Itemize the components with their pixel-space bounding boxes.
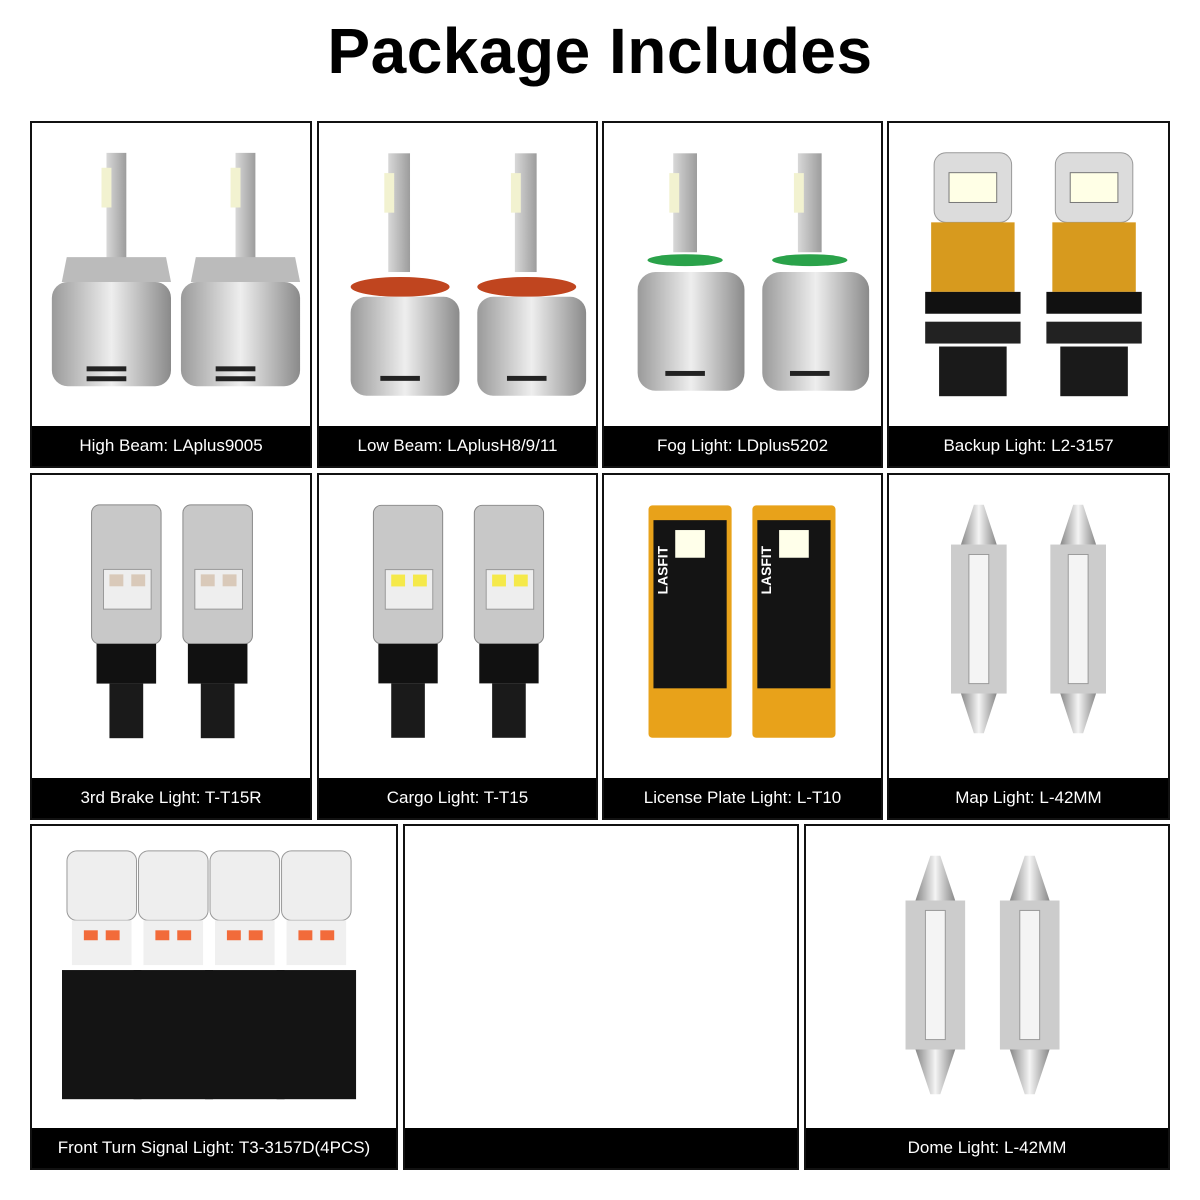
wedge-bulb-icon [889, 123, 1168, 426]
caption-backup-light: Backup Light: L2-3157 [889, 426, 1168, 466]
product-card-fog-light: Fog Light: LDplus5202 [602, 121, 883, 468]
festoon-bulb-icon [806, 826, 1168, 1128]
product-card-map-light: Map Light: L-42MM [887, 473, 1170, 820]
product-card-backup-light: Backup Light: L2-3157 [887, 121, 1170, 468]
headlight-bulb-icon [319, 123, 596, 426]
caption-license-plate-light: License Plate Light: L-T10 [604, 778, 881, 818]
wedge-bulb-icon [319, 475, 596, 778]
headlight-bulb-icon [604, 123, 881, 426]
caption-high-beam: High Beam: LAplus9005 [32, 426, 310, 466]
caption-fog-light: Fog Light: LDplus5202 [604, 426, 881, 466]
caption-map-light: Map Light: L-42MM [889, 778, 1168, 818]
pcb-bulb-icon: LASFIT LASFIT [604, 475, 881, 778]
wedge-bulb-icon [32, 475, 310, 778]
pcb-brand-text: LASFIT [654, 545, 670, 594]
product-card-blank [403, 824, 799, 1170]
caption-low-beam: Low Beam: LAplusH8/9/11 [319, 426, 596, 466]
product-card-3rd-brake-light: 3rd Brake Light: T-T15R [30, 473, 312, 820]
page-title: Package Includes [327, 15, 873, 87]
product-card-license-plate-light: LASFIT LASFIT License Plate Light: L-T10 [602, 473, 883, 820]
headlight-bulb-icon [32, 123, 310, 426]
caption-cargo-light: Cargo Light: T-T15 [319, 778, 596, 818]
product-card-front-turn-signal: Front Turn Signal Light: T3-3157D(4PCS) [30, 824, 398, 1170]
empty-image-area [405, 826, 797, 1128]
product-card-dome-light: Dome Light: L-42MM [804, 824, 1170, 1170]
product-card-high-beam: High Beam: LAplus9005 [30, 121, 312, 468]
product-card-low-beam: Low Beam: LAplusH8/9/11 [317, 121, 598, 468]
caption-blank [405, 1128, 797, 1168]
caption-dome-light: Dome Light: L-42MM [806, 1128, 1168, 1168]
wedge-bulb-icon [32, 826, 396, 1128]
caption-3rd-brake-light: 3rd Brake Light: T-T15R [32, 778, 310, 818]
product-card-cargo-light: Cargo Light: T-T15 [317, 473, 598, 820]
festoon-bulb-icon [889, 475, 1168, 778]
pcb-brand-text: LASFIT [758, 545, 774, 594]
caption-front-turn-signal: Front Turn Signal Light: T3-3157D(4PCS) [32, 1128, 396, 1168]
